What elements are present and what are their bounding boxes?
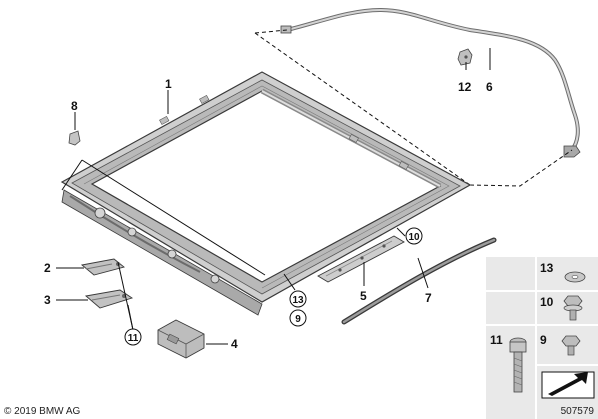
callout-4: 4: [231, 337, 238, 351]
callout-6: 6: [486, 80, 493, 94]
copyright-text: © 2019 BMW AG: [4, 406, 81, 417]
callout-8: 8: [71, 99, 78, 113]
right-guide-part: [84, 289, 134, 309]
svg-text:9: 9: [295, 314, 301, 325]
seal-strip-part: [341, 237, 497, 325]
clip-part: [457, 48, 473, 66]
legend-tile-9: 9: [540, 333, 581, 356]
bracket-part: [68, 130, 81, 146]
legend-tiles: 13 10 9 11: [486, 257, 598, 419]
sunroof-frame-part: [60, 71, 472, 316]
svg-text:10: 10: [408, 232, 420, 243]
drive-unit-part: [157, 319, 205, 359]
svg-text:10: 10: [540, 295, 554, 309]
callout-5: 5: [360, 289, 367, 303]
callout-2: 2: [44, 261, 51, 275]
svg-text:13: 13: [540, 261, 554, 275]
diagram-number: 507579: [561, 406, 595, 417]
svg-text:13: 13: [292, 295, 304, 306]
legend-tile-11: 11: [490, 333, 527, 393]
dashed-assembly-outline: [254, 29, 573, 187]
circled-callout-9: 9: [289, 309, 307, 327]
circled-callout-13: 13: [289, 290, 307, 308]
legend-tile-13: 13: [540, 261, 586, 283]
leader-lines: [56, 48, 491, 345]
svg-text:11: 11: [128, 333, 139, 344]
legend-tile-10: 10: [540, 295, 583, 321]
direction-arrow-icon: [541, 371, 595, 399]
callout-7: 7: [425, 291, 432, 305]
left-guide-part: [80, 258, 125, 276]
drain-hose-part: [280, 7, 581, 158]
callout-1: 1: [165, 77, 172, 91]
circled-callout-11: 11: [124, 328, 142, 346]
circled-callout-10: 10: [405, 227, 423, 245]
svg-text:11: 11: [490, 333, 503, 347]
callout-3: 3: [44, 293, 51, 307]
svg-text:9: 9: [540, 333, 547, 347]
support-plate-part: [317, 235, 405, 283]
callout-12: 12: [458, 80, 472, 94]
